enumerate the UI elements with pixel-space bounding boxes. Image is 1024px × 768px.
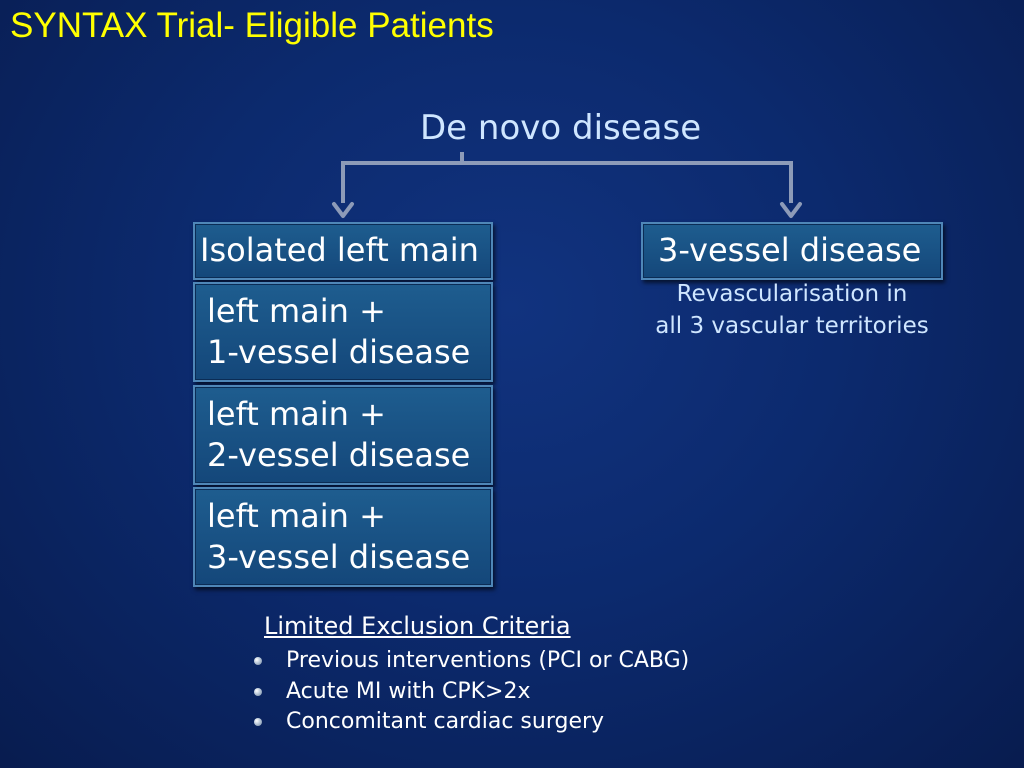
note-line: all 3 vascular territories (655, 313, 929, 339)
box-left-main-2-vessel: left main + 2-vessel disease (193, 385, 493, 485)
slide-title: SYNTAX Trial- Eligible Patients (10, 6, 494, 45)
connector-line (341, 161, 793, 203)
note-line: Revascularisation in (676, 281, 908, 307)
box-left-main-1-vessel: left main + 1-vessel disease (193, 282, 493, 382)
box-left-main-3-vessel: left main + 3-vessel disease (193, 487, 493, 587)
exclusion-criteria-heading: Limited Exclusion Criteria (264, 612, 571, 640)
root-node-de-novo-disease: De novo disease (420, 108, 702, 148)
list-item-text: Concomitant cardiac surgery (286, 709, 605, 734)
arrow-down-icon (332, 202, 354, 218)
list-item-text: Previous interventions (PCI or CABG) (286, 648, 690, 673)
box-line: left main + (207, 395, 386, 433)
box-line: left main + (207, 292, 386, 330)
list-item: Previous interventions (PCI or CABG) (254, 646, 689, 677)
box-line: 3-vessel disease (207, 538, 471, 576)
sphere-bullet-icon (254, 718, 262, 727)
box-line: 2-vessel disease (207, 436, 471, 474)
box-line: left main + (207, 497, 386, 535)
list-item-text: Acute MI with CPK>2x (286, 678, 531, 704)
sphere-bullet-icon (254, 657, 262, 666)
box-3-vessel-disease: 3-vessel disease (641, 222, 943, 280)
list-item: Acute MI with CPK>2x (254, 677, 689, 708)
box-line: 1-vessel disease (207, 333, 471, 371)
revascularisation-note: Revascularisation in all 3 vascular terr… (624, 278, 960, 342)
arrow-down-icon (780, 202, 802, 218)
box-isolated-left-main: Isolated left main (193, 222, 493, 280)
list-item: Concomitant cardiac surgery (254, 707, 689, 738)
sphere-bullet-icon (254, 687, 262, 696)
exclusion-criteria-list: Previous interventions (PCI or CABG) Acu… (254, 646, 689, 738)
